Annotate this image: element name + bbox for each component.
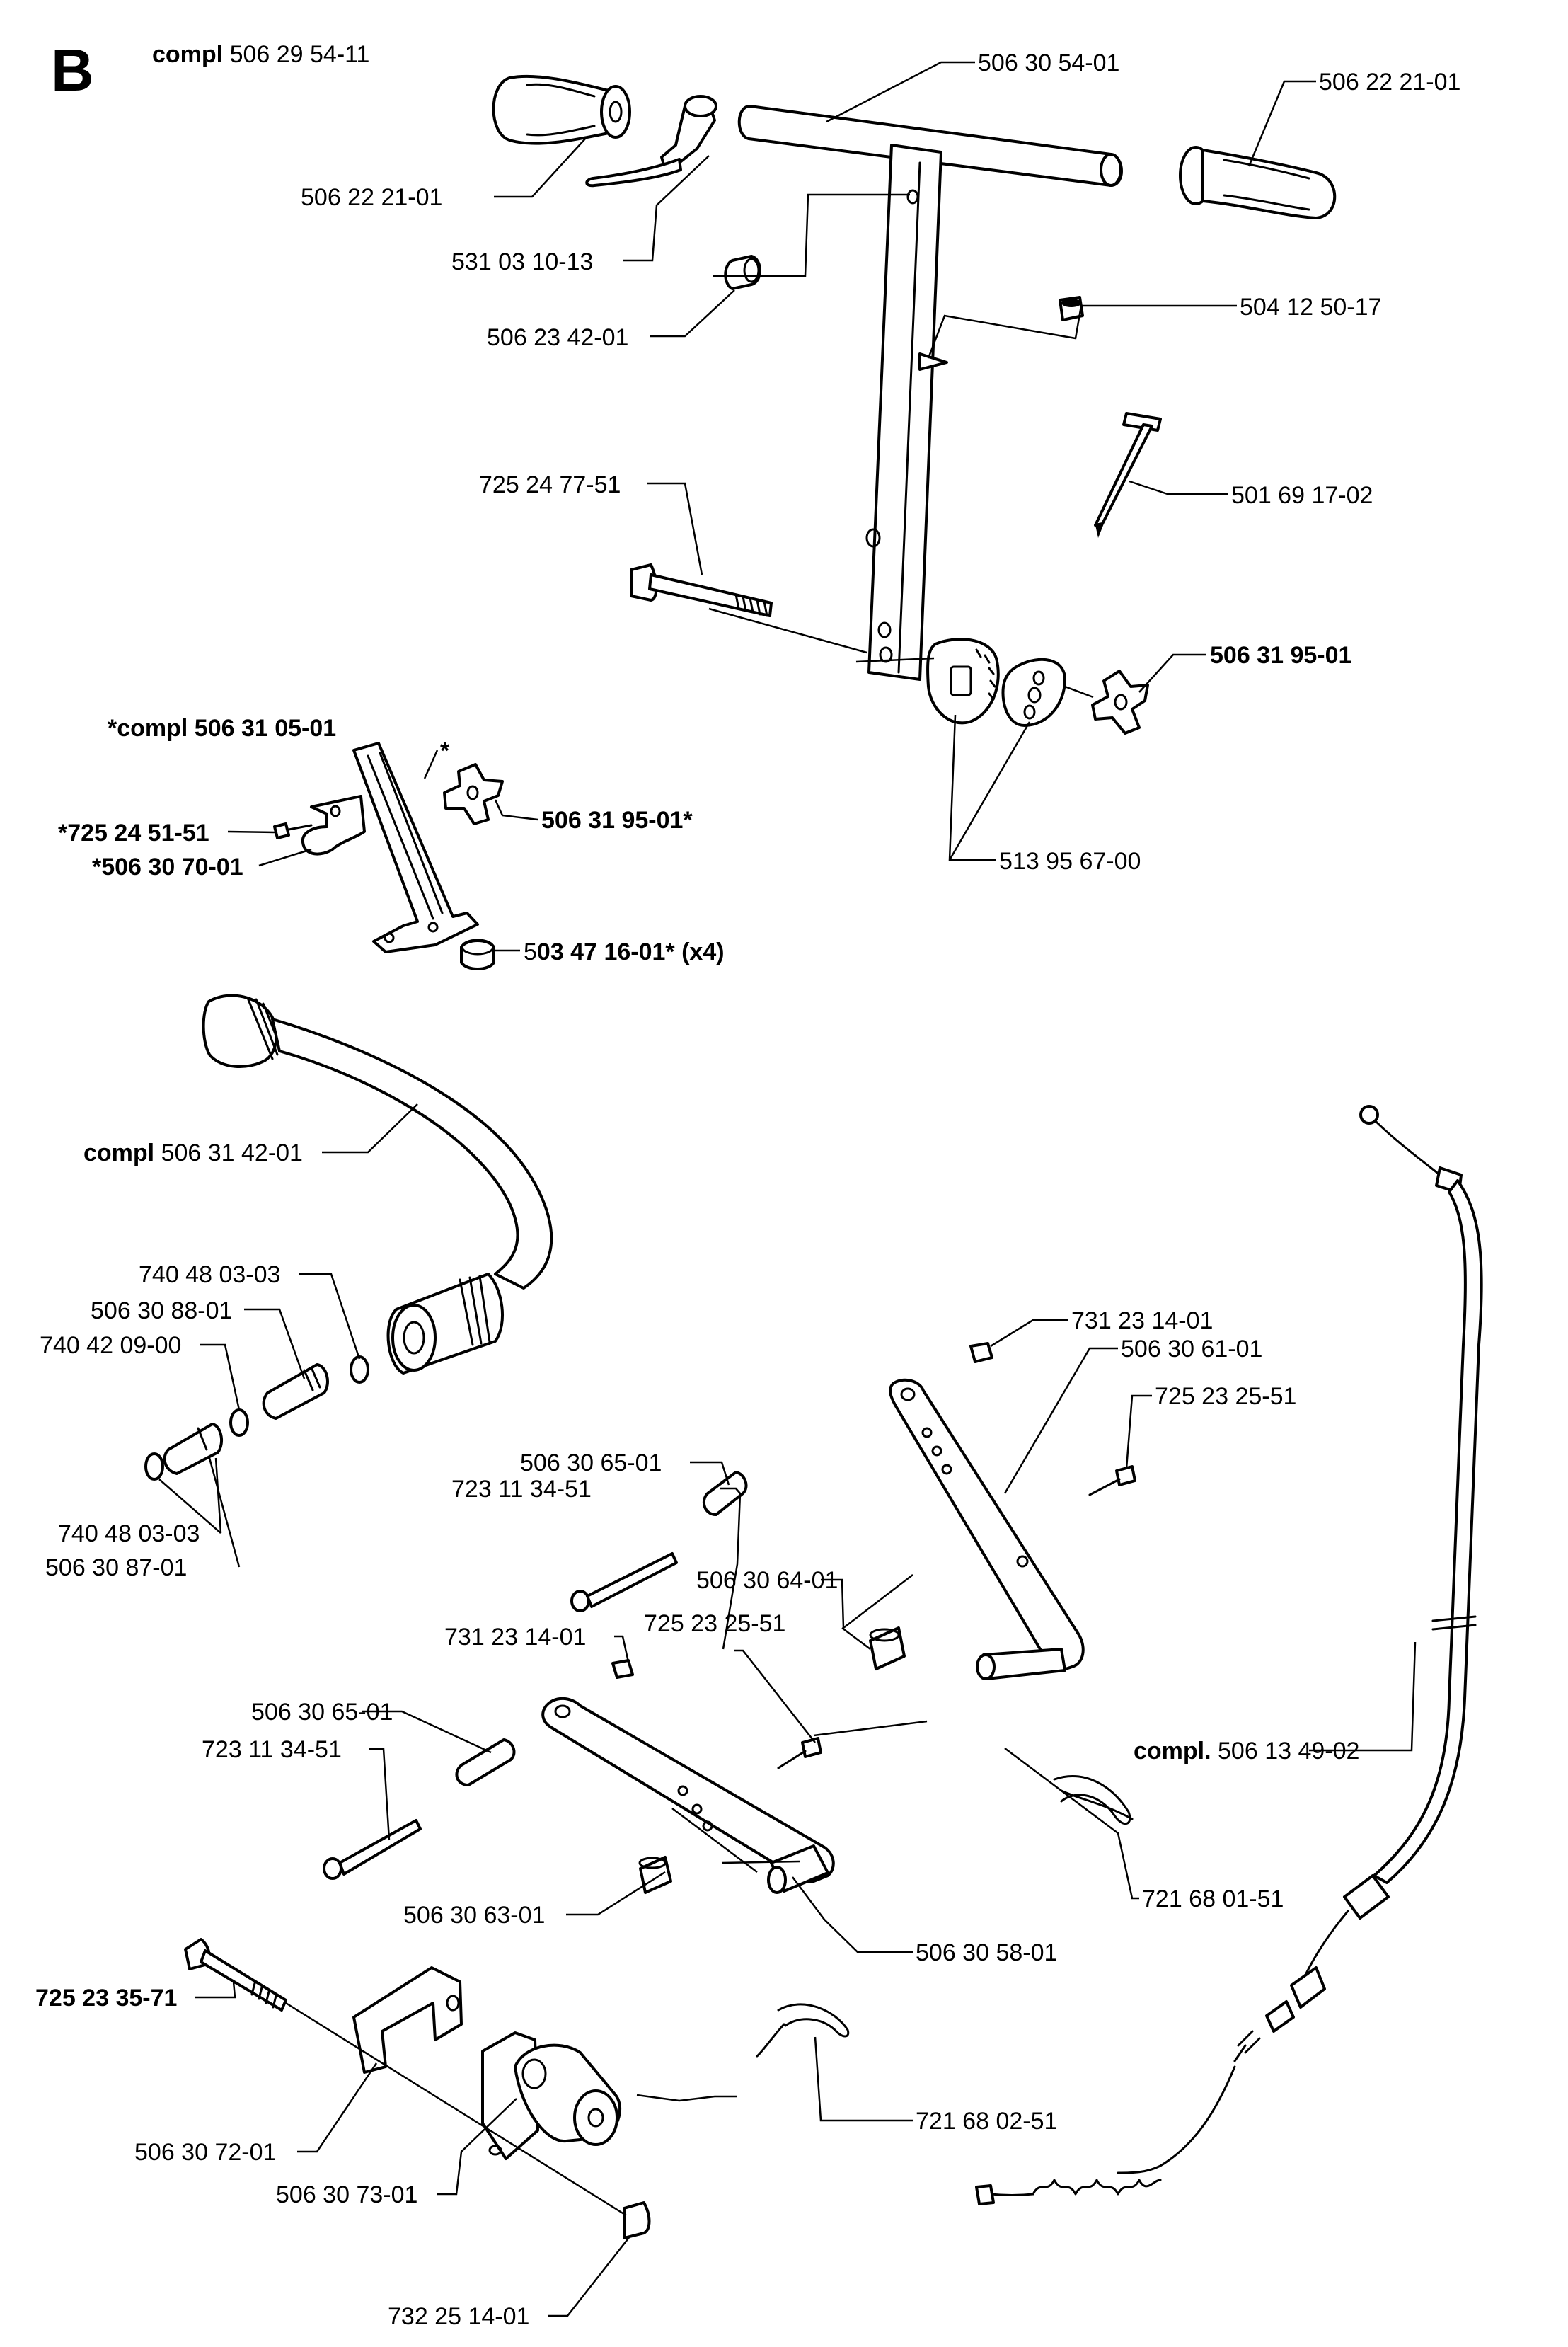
throttle-lever-part [585,95,717,188]
label-bracket-compl: *compl 506 31 05-01 [108,715,336,742]
label-washers: 513 95 67-00 [999,848,1141,875]
section-letter: B [51,37,94,103]
linkage-assembly [323,1342,1136,1894]
label-bracket-star: * [440,738,450,764]
label-washer-b: 740 42 09-00 [40,1332,181,1359]
label-nut-lower: 731 23 14-01 [444,1624,586,1651]
label-bracket-knob: 506 31 95-01* [541,807,693,834]
label-bracket-72: 506 30 72-01 [134,2139,276,2166]
serrated-washer-part [926,638,1000,725]
label-long-bolt-lower: 723 11 34-51 [202,1736,342,1763]
label-cable: compl. 506 13 49-02 [1134,1738,1359,1764]
label-fitting-a: 506 30 88-01 [91,1297,232,1324]
t-bar-handle-part [737,105,1123,681]
label-hairpin-lower: 721 68 02-51 [916,2108,1057,2135]
label-bracket-clip: *506 30 70-01 [92,854,243,880]
label-t-bar: 506 30 54-01 [978,50,1119,76]
label-small-screw: *725 24 51-51 [58,820,209,847]
label-nut-bottom: 732 25 14-01 [388,2303,529,2330]
label-bracket-bolt: 725 23 35-71 [35,1985,177,2012]
long-bolt-part [630,563,773,617]
right-grip-part [1179,146,1337,219]
label-cap: 503 47 16-01* (x4) [524,939,725,965]
label-left-grip: 506 22 21-01 [301,184,442,211]
label-compl-main: compl 506 29 54-11 [152,41,369,68]
label-nut-upper: 731 23 14-01 [1071,1307,1213,1334]
left-grip-part [492,74,631,145]
label-washer-a: 740 48 03-03 [139,1261,280,1288]
label-bolt-lower: 725 23 25-51 [644,1610,785,1637]
nut-part [1059,296,1084,321]
label-fitting-b: 506 30 87-01 [45,1554,187,1581]
clip-part [724,255,761,290]
label-star-knob: 506 31 95-01 [1210,642,1351,669]
label-bolt-upper: 725 23 25-51 [1155,1383,1296,1410]
label-spacer-lower: 506 30 65-01 [251,1699,393,1726]
part-labels: compl 506 29 54-11 506 30 54-01 506 22 2… [35,41,1460,2330]
label-clip: 506 23 42-01 [487,324,628,351]
star-knob-part [1091,670,1149,735]
label-lower-plate: 506 30 58-01 [916,1939,1057,1966]
label-flex-shaft: compl 506 31 42-01 [83,1140,303,1166]
label-washer-c: 740 48 03-03 [58,1520,200,1547]
label-hairpin-upper: 721 68 01-51 [1142,1886,1284,1912]
label-spacer-64: 506 30 64-01 [696,1567,838,1594]
label-spacer-63: 506 30 63-01 [403,1902,545,1929]
flex-shaft-assembly [144,994,553,1481]
label-nut: 504 12 50-17 [1240,294,1381,321]
label-long-bolt: 725 24 77-51 [479,471,621,498]
label-upper-plate: 506 30 61-01 [1121,1336,1262,1362]
bottom-bracket-assembly [184,1938,850,2239]
label-long-bolt-upper: 723 11 34-51 [451,1476,592,1503]
bracket-subassembly [273,742,504,970]
handle-assembly [492,74,1337,735]
round-washer-part [1001,658,1066,727]
leader-lines [158,61,1417,2317]
label-throttle-lever: 531 03 10-13 [451,248,593,275]
label-bracket-73: 506 30 73-01 [276,2181,417,2208]
label-t-wrench: 501 69 17-02 [1231,482,1373,509]
label-spacer-upper: 506 30 65-01 [520,1450,662,1476]
t-wrench-part [1094,412,1162,538]
label-right-grip: 506 22 21-01 [1319,69,1460,96]
control-cable-assembly [975,1105,1483,2205]
